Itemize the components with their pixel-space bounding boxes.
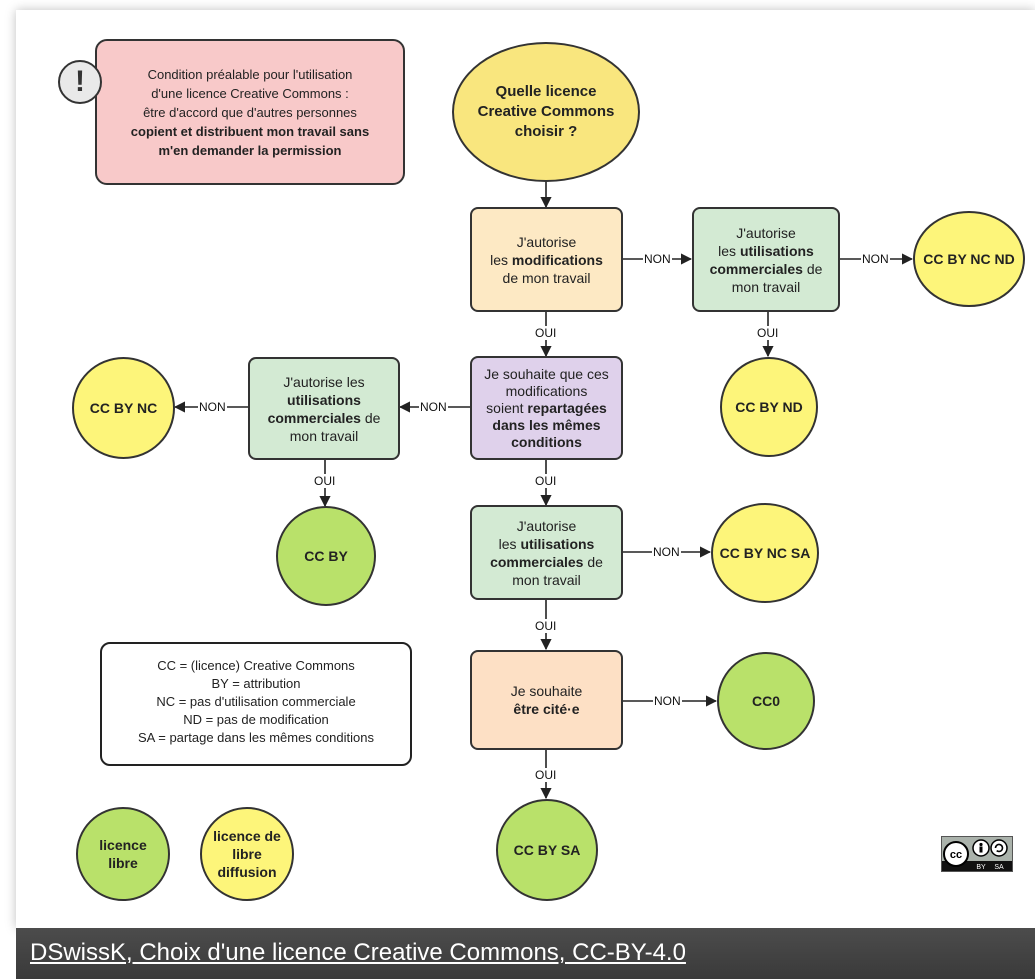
precondition-line-1: Condition préalable pour l'utilisation	[147, 66, 353, 82]
license-cc-by: CC BY	[276, 506, 376, 606]
legend-line-cc: CC = (licence) Creative Commons	[157, 658, 355, 673]
svg-text:cc: cc	[950, 849, 962, 861]
svg-text:SA: SA	[994, 864, 1004, 871]
license-cc-by-nd: CC BY ND	[720, 357, 818, 457]
license-cc-by-nc-sa: CC BY NC SA	[711, 503, 819, 603]
label-non-modif: NON	[643, 252, 672, 266]
key-licence-libre: licence libre	[76, 807, 170, 901]
caption-bar: DSwissK, Choix d'une licence Creative Co…	[16, 928, 1035, 979]
label-non-comm2: NON	[198, 400, 227, 414]
question-share-alike: Je souhaite que ces modifications soient…	[470, 356, 623, 460]
label-oui-comm1: OUI	[756, 326, 780, 340]
cc-logo-icon: cc BY SA	[942, 837, 1012, 871]
exclamation-icon: !	[58, 60, 102, 104]
precondition-line-2: d'une licence Creative Commons :	[151, 85, 349, 101]
legend-line-nd: ND = pas de modification	[183, 712, 329, 727]
question-modifications: J'autorise les modifications de mon trav…	[470, 207, 623, 312]
cc-by-sa-badge: cc BY SA	[941, 836, 1013, 872]
label-oui-comm3: OUI	[534, 619, 558, 633]
label-oui-cite: OUI	[534, 768, 558, 782]
license-cc-by-sa: CC BY SA	[496, 799, 598, 901]
legend-line-sa: SA = partage dans les mêmes conditions	[138, 730, 374, 745]
legend-line-nc: NC = pas d'utilisation commerciale	[156, 694, 356, 709]
svg-text:BY: BY	[976, 864, 986, 871]
question-cite: Je souhaite être cité·e	[470, 650, 623, 750]
label-oui-comm2: OUI	[313, 474, 337, 488]
label-non-comm1: NON	[861, 252, 890, 266]
label-oui-modif: OUI	[534, 326, 558, 340]
precondition-note: Condition préalable pour l'utilisation d…	[95, 39, 405, 185]
license-cc0: CC0	[717, 652, 815, 750]
question-commercial-left: J'autorise les utilisations commerciales…	[248, 357, 400, 460]
precondition-line-5: m'en demander la permission	[158, 142, 342, 158]
attribution-link[interactable]: DSwissK, Choix d'une licence Creative Co…	[30, 939, 686, 966]
abbreviation-legend: CC = (licence) Creative Commons BY = att…	[100, 642, 412, 766]
label-non-share: NON	[419, 400, 448, 414]
label-non-comm3: NON	[652, 545, 681, 559]
license-cc-by-nc: CC BY NC	[72, 357, 175, 459]
legend-line-by: BY = attribution	[211, 676, 301, 691]
label-non-cite: NON	[653, 694, 682, 708]
label-oui-share: OUI	[534, 474, 558, 488]
question-commercial-center: J'autorise les utilisations commerciales…	[470, 505, 623, 600]
precondition-line-4: copient et distribuent mon travail sans	[130, 123, 370, 139]
question-commercial-right: J'autorise les utilisations commerciales…	[692, 207, 840, 312]
key-licence-libre-diffusion: licence de libre diffusion	[200, 807, 294, 901]
license-cc-by-nc-nd: CC BY NC ND	[913, 211, 1025, 307]
precondition-line-3: être d'accord que d'autres personnes	[143, 104, 357, 120]
start-question: Quelle licence Creative Commons choisir …	[452, 42, 640, 182]
